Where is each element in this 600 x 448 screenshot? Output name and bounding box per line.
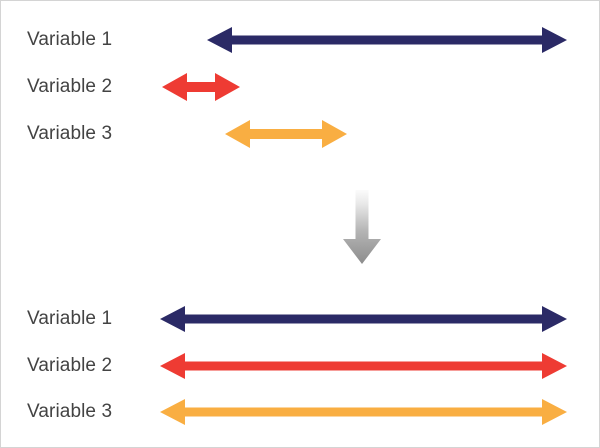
arrow-after-2 xyxy=(160,353,567,379)
arrow-before-3 xyxy=(225,120,347,148)
label-before-variable-2: Variable 2 xyxy=(27,76,113,97)
arrow-shape xyxy=(160,306,567,332)
arrow-shape xyxy=(225,120,347,148)
label-after-variable-1: Variable 1 xyxy=(27,308,113,329)
arrow-shape xyxy=(160,353,567,379)
label-before-variable-1: Variable 1 xyxy=(27,29,113,50)
label-after-variable-3: Variable 3 xyxy=(27,401,113,422)
transition-arrow-shape xyxy=(343,190,381,264)
arrow-shape xyxy=(162,73,240,101)
arrow-after-1 xyxy=(160,306,567,332)
arrow-shape xyxy=(207,27,567,53)
arrow-before-2 xyxy=(162,73,240,101)
arrow-after-3 xyxy=(160,399,567,425)
arrow-shape xyxy=(160,399,567,425)
label-before-variable-3: Variable 3 xyxy=(27,123,113,144)
arrow-before-1 xyxy=(207,27,567,53)
label-after-variable-2: Variable 2 xyxy=(27,355,113,376)
downward-transition-arrow xyxy=(343,190,381,264)
